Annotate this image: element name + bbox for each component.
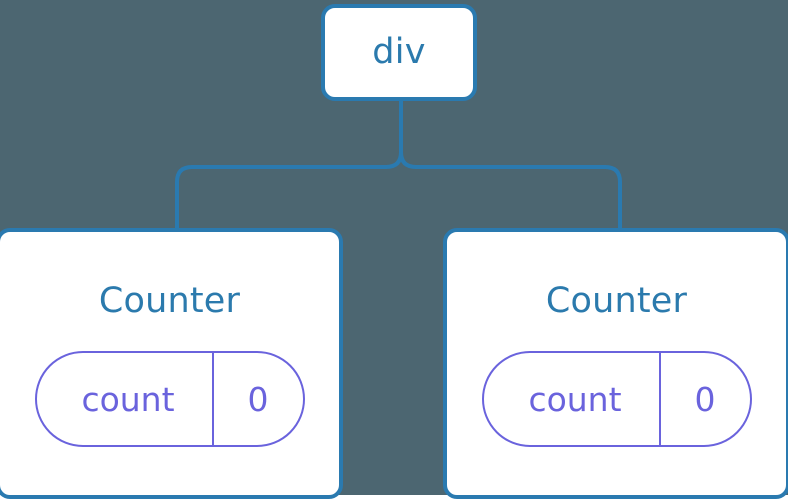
- node-counter-left[interactable]: Counter count 0: [0, 228, 343, 499]
- state-value-right: 0: [658, 353, 750, 445]
- state-value-left: 0: [211, 353, 303, 445]
- connector-root-to-right-counter: [399, 98, 622, 232]
- state-key-right: count: [528, 379, 622, 419]
- node-counter-left-title: Counter: [98, 281, 241, 321]
- node-div[interactable]: div: [321, 4, 477, 101]
- state-key-left: count: [81, 379, 175, 419]
- connector-root-to-left-counter: [175, 98, 403, 232]
- node-counter-right[interactable]: Counter count 0: [443, 228, 788, 499]
- node-div-label: div: [372, 32, 426, 72]
- state-pill-left[interactable]: count 0: [34, 351, 305, 447]
- state-pill-right[interactable]: count 0: [481, 351, 752, 447]
- node-counter-right-title: Counter: [545, 281, 688, 321]
